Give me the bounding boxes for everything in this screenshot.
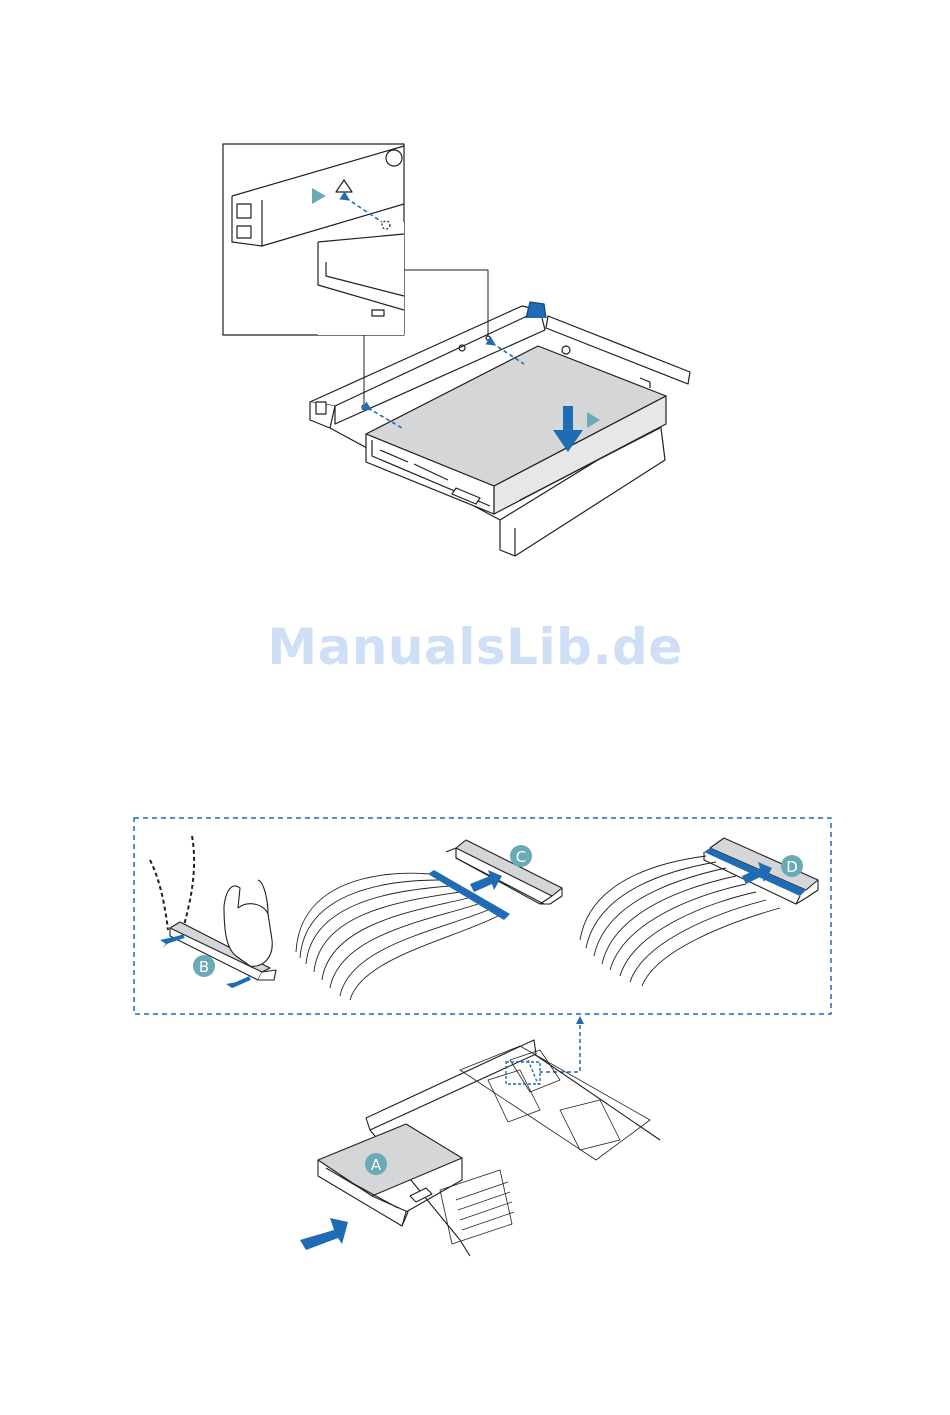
callout-a-label: A	[371, 1156, 382, 1174]
panel-c-ribbon-cable: C	[296, 840, 562, 1000]
panel-d-cable-seated: D	[580, 838, 818, 986]
insert-arrow-icon	[300, 1218, 348, 1250]
server-chassis: A	[300, 1040, 660, 1256]
callout-c-label: C	[516, 848, 526, 866]
callout-a: A	[365, 1153, 387, 1175]
detail-inset	[223, 144, 404, 335]
panel-b-connector-latch: B	[150, 836, 276, 988]
callout-b-label: B	[199, 958, 209, 976]
callout-b: B	[193, 955, 215, 977]
callout-c: C	[510, 845, 532, 867]
bottom-figure: B C	[134, 818, 831, 1256]
callout-d-label: D	[786, 858, 798, 876]
callout-d: D	[781, 855, 803, 877]
top-figure	[223, 144, 690, 556]
